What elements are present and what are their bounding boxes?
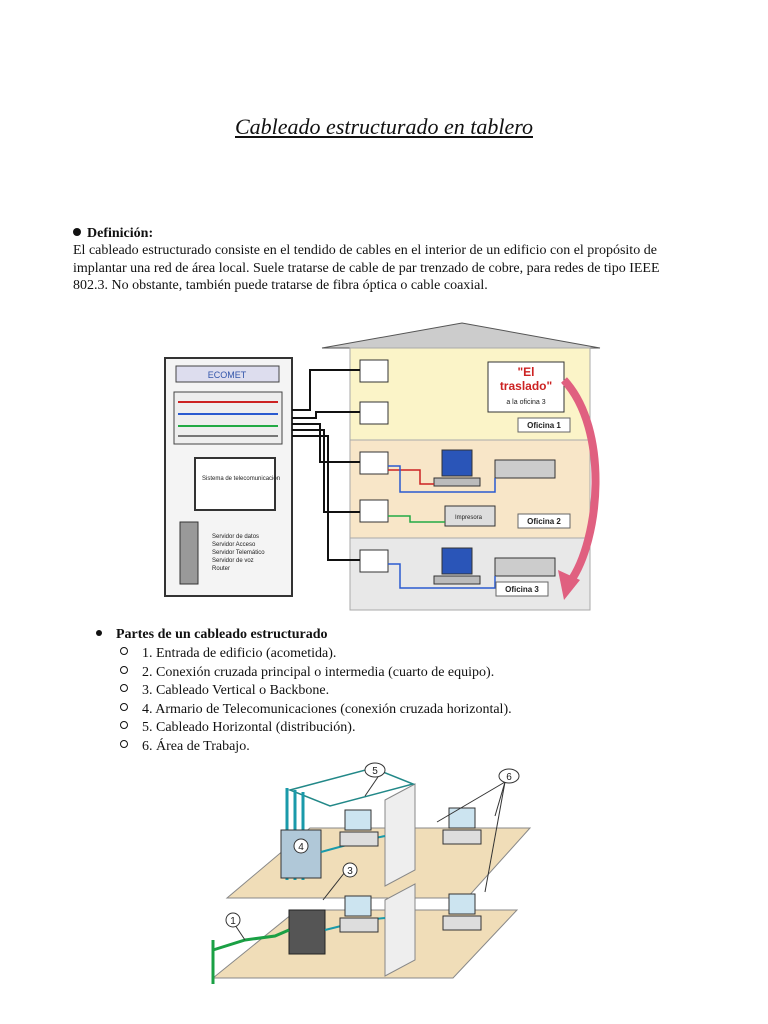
circle-bullet-icon	[120, 702, 128, 711]
definition-heading: Definición:	[73, 226, 153, 242]
circle-bullet-icon	[120, 721, 128, 729]
bullet-icon	[73, 228, 81, 236]
label-6: 6	[506, 772, 512, 783]
office-3-label: Oficina 3	[505, 585, 539, 594]
office-1-label: Oficina 1	[527, 421, 561, 430]
parts-heading: Partes de un cableado estructurado	[96, 627, 512, 643]
list-item: 1. Entrada de edificio (acometida).	[120, 645, 512, 664]
circle-bullet-icon	[120, 647, 128, 655]
circle-bullet-icon	[120, 739, 128, 748]
definition-heading-text: Definición:	[87, 226, 154, 241]
list-item-text: 2. Conexión cruzada principal o intermed…	[142, 664, 495, 680]
list-item-text: 4. Armario de Telecomunicaciones (conexi…	[142, 701, 512, 717]
server-1: Servidor de datos	[212, 534, 259, 540]
circle-bullet-icon	[120, 684, 128, 692]
rack-label: ECOMET	[208, 370, 247, 380]
list-item-text: 6. Área de Trabajo.	[142, 738, 250, 754]
parts-section: Partes de un cableado estructurado 1. En…	[96, 627, 512, 756]
structured-cabling-diagram: ECOMET Sistema de telecomunicación Servi…	[164, 322, 601, 611]
callout-line-3: a la oficina 3	[506, 399, 545, 406]
parts-list: 1. Entrada de edificio (acometida). 2. C…	[120, 645, 512, 756]
list-item: 3. Cableado Vertical o Backbone.	[120, 682, 512, 701]
server-5: Router	[212, 566, 230, 572]
definition-text: El cableado estructurado consiste en el …	[73, 243, 660, 293]
office-2-label: Oficina 2	[527, 517, 561, 526]
list-item: 6. Área de Trabajo.	[120, 738, 512, 757]
list-item: 4. Armario de Telecomunicaciones (conexi…	[120, 701, 512, 720]
server-3: Servidor Telemático	[212, 550, 265, 556]
list-item-text: 3. Cableado Vertical o Backbone.	[142, 683, 330, 698]
list-item: 2. Conexión cruzada principal o intermed…	[120, 664, 512, 683]
server-2: Servidor Acceso	[212, 542, 256, 548]
cabling-floors-diagram: 1 3 4 5 6	[211, 762, 532, 984]
page-title: Cableado estructurado en tablero	[235, 114, 533, 139]
callout-line-1: "El	[517, 365, 534, 379]
list-item: 5. Cableado Horizontal (distribución).	[120, 719, 512, 738]
callout-line-2: traslado"	[500, 379, 552, 393]
bullet-icon	[96, 630, 102, 636]
parts-heading-text: Partes de un cableado estructurado	[116, 627, 328, 642]
printer-label: Impresora	[455, 515, 483, 521]
list-item-text: 5. Cableado Horizontal (distribución).	[142, 720, 356, 735]
label-5: 5	[372, 766, 378, 777]
rack-panel-label: Sistema de telecomunicación	[202, 476, 280, 482]
server-4: Servidor de voz	[212, 558, 254, 564]
label-1: 1	[230, 916, 236, 927]
label-3: 3	[347, 866, 353, 877]
list-item-text: 1. Entrada de edificio (acometida).	[142, 646, 337, 661]
label-4: 4	[298, 842, 304, 853]
circle-bullet-icon	[120, 665, 128, 674]
